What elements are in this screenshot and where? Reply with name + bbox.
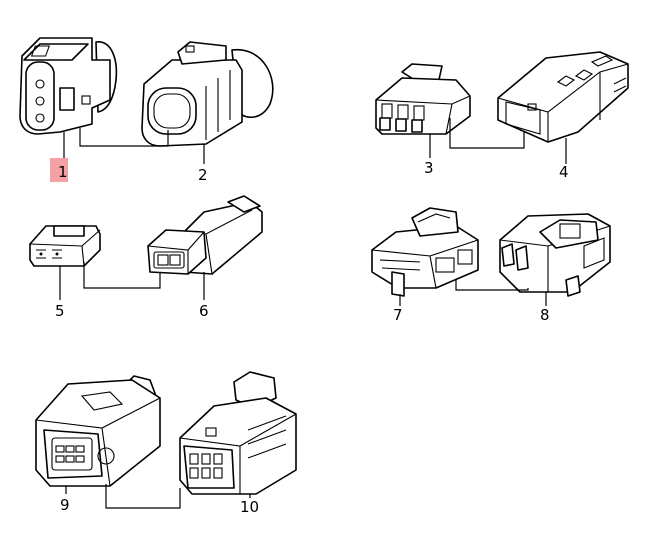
callout-3[interactable]: 3 bbox=[424, 159, 434, 177]
callout-5[interactable]: 5 bbox=[55, 302, 65, 320]
part-8-connector[interactable] bbox=[499, 213, 611, 297]
link-9-10 bbox=[105, 484, 181, 509]
callout-7[interactable]: 7 bbox=[393, 306, 403, 324]
part-9-connector[interactable] bbox=[35, 375, 161, 487]
callout-10[interactable]: 10 bbox=[240, 498, 259, 516]
callout-1[interactable]: 1 bbox=[58, 163, 68, 181]
callout-6[interactable]: 6 bbox=[199, 302, 209, 320]
part-6-connector[interactable] bbox=[147, 195, 263, 275]
link-3-4 bbox=[449, 118, 525, 149]
part-10-connector[interactable] bbox=[179, 371, 297, 495]
link-5-6 bbox=[83, 262, 161, 289]
part-2-connector[interactable] bbox=[141, 41, 274, 147]
link-1-2 bbox=[79, 128, 169, 147]
callout-9[interactable]: 9 bbox=[60, 496, 70, 514]
part-1-connector[interactable] bbox=[19, 37, 118, 135]
callout-2[interactable]: 2 bbox=[198, 166, 208, 184]
part-5-connector[interactable] bbox=[29, 225, 101, 267]
callout-1-highlight bbox=[50, 158, 68, 182]
link-7-8 bbox=[455, 280, 529, 291]
part-4-connector[interactable] bbox=[497, 51, 629, 143]
part-7-connector[interactable] bbox=[371, 207, 479, 297]
callout-4[interactable]: 4 bbox=[559, 163, 569, 181]
callout-8[interactable]: 8 bbox=[540, 306, 550, 324]
part-3-connector[interactable] bbox=[375, 63, 471, 135]
